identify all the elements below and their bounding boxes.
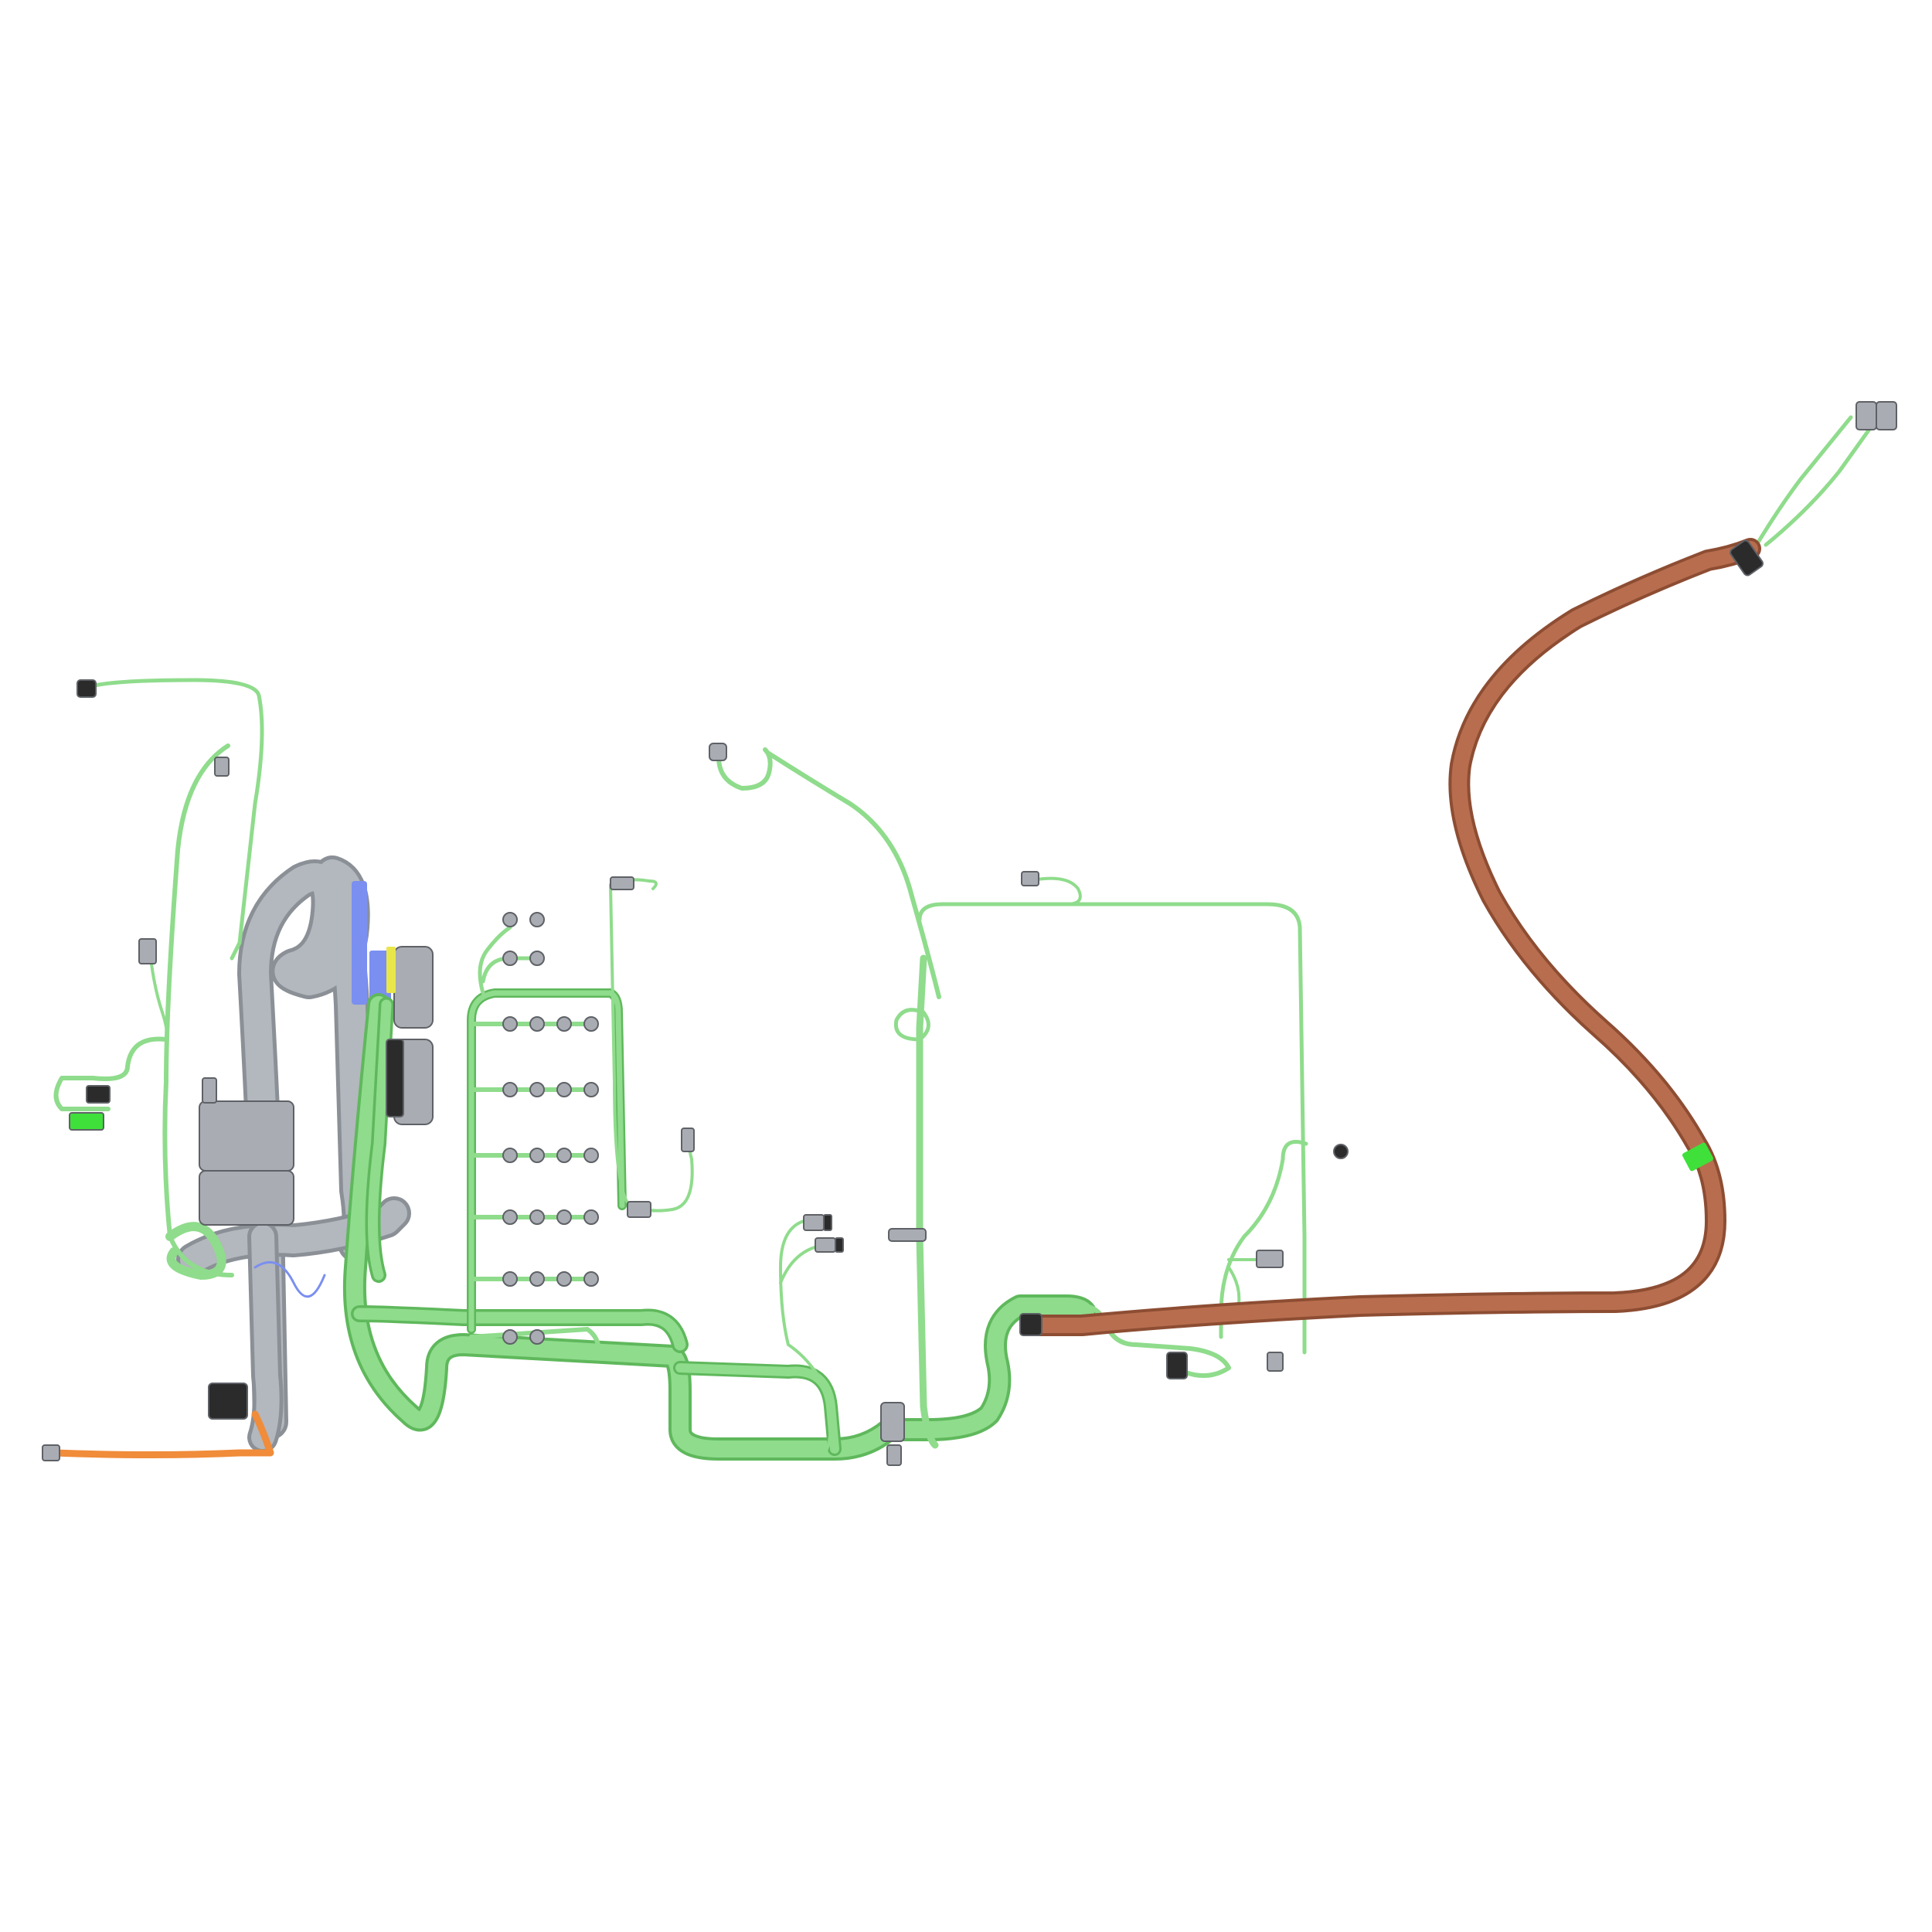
end-cap-icon: [1333, 1144, 1349, 1159]
sensor-connector-icon: [502, 1082, 518, 1097]
sensor-connector-icon: [502, 1016, 518, 1032]
sensor-connector-icon: [556, 1082, 572, 1097]
sensor-connector-icon: [502, 1271, 518, 1287]
connector-icon: [803, 1214, 825, 1231]
sensor-connector-icon: [583, 1209, 599, 1225]
trunk-left-vertical: [368, 999, 392, 1281]
sensor-connector-icon: [583, 1271, 599, 1287]
sensor-connector-group: [502, 912, 599, 1345]
sensor-connector-icon: [556, 1148, 572, 1163]
connector-icon: [138, 938, 157, 964]
sensor-connector-icon: [556, 1209, 572, 1225]
sensor-connector-icon: [502, 1209, 518, 1225]
branch-left-mid: [162, 743, 234, 1277]
sensor-connector-icon: [502, 1148, 518, 1163]
connector-icon: [42, 1444, 60, 1461]
sensor-connector-icon: [529, 912, 545, 927]
connector-icon: [214, 757, 230, 777]
branch-left-top: [83, 678, 264, 961]
ladder-rail: [468, 990, 625, 1332]
connectors: [42, 401, 1897, 1466]
junction-box-icon: [199, 1170, 294, 1226]
clamp-icon: [886, 1444, 902, 1466]
connector-icon: [1021, 871, 1039, 886]
trunk-main: [345, 996, 1095, 1458]
air-duct-vertical-fill: [251, 1225, 280, 1449]
connector-icon: [86, 1085, 111, 1104]
connector-icon: [208, 1383, 248, 1420]
sensor-connector-icon: [529, 951, 545, 966]
branch-top-center: [716, 747, 941, 999]
sensor-connector-icon: [529, 1209, 545, 1225]
sensor-connector-icon: [583, 1082, 599, 1097]
end-cap-icon: [1730, 539, 1764, 577]
branch-right-top-loop: [1026, 876, 1082, 906]
ecu-connector-latch: [386, 1039, 404, 1117]
sensor-connector-icon: [529, 1271, 545, 1287]
branch-right-drop: [1219, 1140, 1308, 1339]
connector-icon: [1166, 1352, 1188, 1379]
trunk-upper-branch: [353, 1308, 686, 1351]
branch-lower-right-loop: [1026, 1304, 1231, 1378]
blue-accent-cables: [253, 881, 391, 1298]
main-harness-trunk: [342, 993, 1098, 1461]
connector-icon: [1256, 1250, 1284, 1268]
connector-icon: [815, 1237, 836, 1253]
sensor-connector-icon: [529, 1016, 545, 1032]
sensor-connector-icon: [556, 1271, 572, 1287]
orange-cable-run: [50, 1410, 274, 1458]
branch-center-vertical: [916, 954, 939, 1449]
sensor-connector-icon: [529, 1148, 545, 1163]
branch-left-lower-loop: [165, 1222, 226, 1280]
connector-icon: [1267, 1352, 1284, 1372]
branch-left-side-loop: [53, 1036, 168, 1111]
end-cap-icon: [1019, 1313, 1043, 1336]
brown-conduit: [1029, 538, 1761, 1336]
sensor-connector-icon: [583, 1148, 599, 1163]
branch-left-connector-drop: [149, 957, 169, 1053]
sensor-connector-icon: [529, 1082, 545, 1097]
connector-icon: [709, 743, 727, 761]
junction-box-tab: [202, 1077, 217, 1104]
sensor-connector-icon: [502, 912, 518, 927]
connector-icon: [823, 1214, 832, 1231]
sensor-connector-icon: [502, 951, 518, 966]
branch-center-loop: [893, 1008, 930, 1042]
signal-branches: [53, 415, 1880, 1451]
blue-thin-wire: [253, 1260, 326, 1298]
conduit-body: [1032, 541, 1758, 1333]
sensor-connector-icon: [529, 1329, 545, 1345]
connector-icon: [1855, 401, 1877, 430]
conduit-green-band: [1682, 1142, 1714, 1172]
sensor-connector-icon: [583, 1016, 599, 1032]
connector-icon: [69, 1112, 104, 1131]
clamp-icon: [880, 1402, 905, 1442]
sensor-connector-icon: [502, 1329, 518, 1345]
blue-connector-strip: [369, 951, 391, 1005]
sensor-connector-icon: [556, 1016, 572, 1032]
branch-right-rectangle: [917, 902, 1307, 1355]
junction-box-icon: [199, 1100, 294, 1172]
connector-icon: [77, 679, 97, 698]
connector-icon: [1876, 401, 1897, 430]
clamp-icon: [888, 1228, 927, 1242]
branch-upper-center: [609, 883, 694, 1213]
orange-cable: [50, 1410, 274, 1458]
connector-icon: [627, 1201, 651, 1218]
connector-icon: [681, 1128, 695, 1152]
connector-icon: [835, 1237, 844, 1253]
connector-icon: [610, 876, 634, 890]
ecu-connector-icon: [393, 946, 434, 1029]
ecu-connector-strip: [386, 947, 396, 993]
blue-connector-block: [352, 881, 367, 1005]
branch-upper-right-lead: [1752, 415, 1880, 551]
